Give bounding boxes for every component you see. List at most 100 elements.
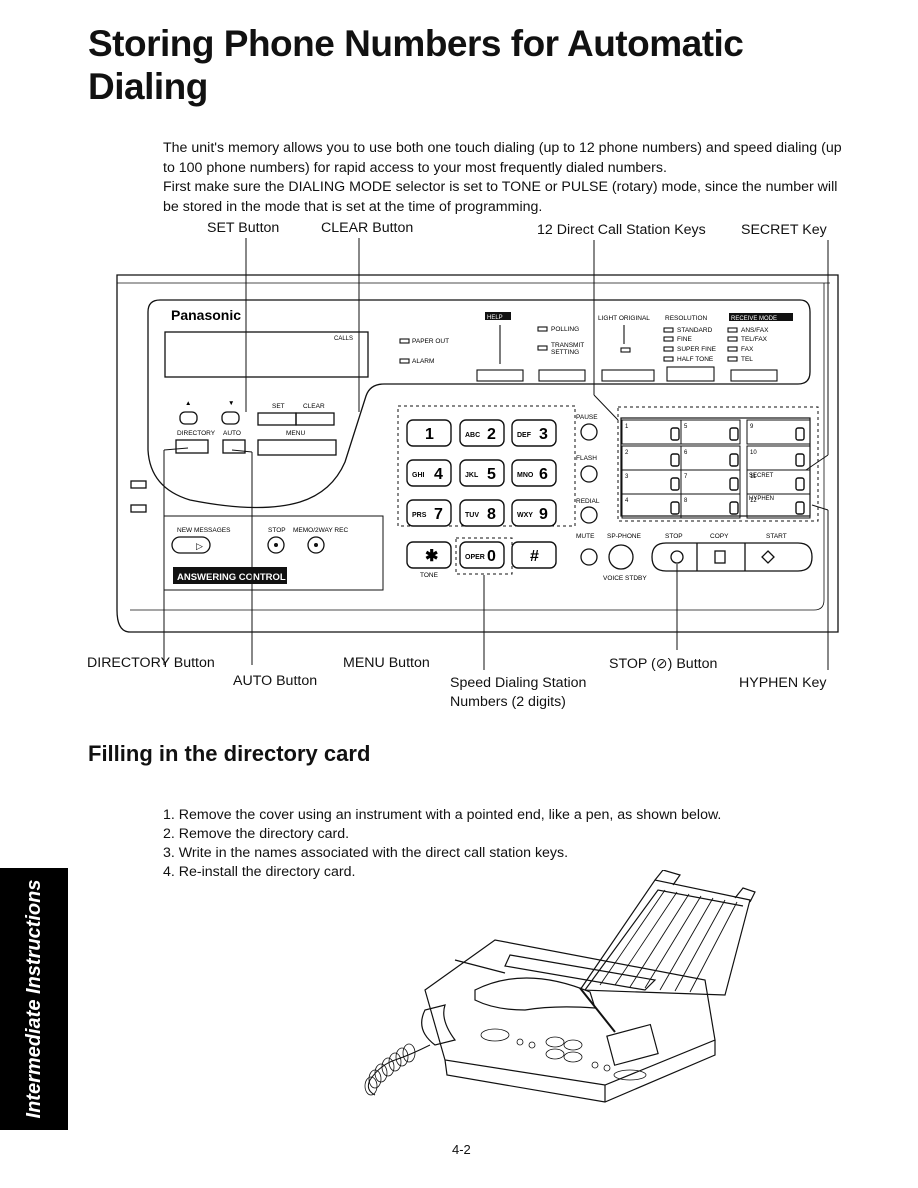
setting-label: SETTING [551, 349, 579, 356]
mute-button [580, 548, 598, 566]
station-key-cap [670, 427, 680, 441]
dial-key-digit: 0 [487, 548, 496, 565]
memo-rec-label: MEMO/2WAY REC [293, 527, 348, 534]
dial-key-10[interactable] [406, 541, 452, 569]
callout-secret-key: SECRET Key [741, 222, 827, 238]
direct-call-key-12[interactable] [746, 493, 811, 519]
dial-key-digit: 2 [487, 426, 496, 443]
dial-key-digit: 4 [434, 466, 443, 483]
dial-key-letters: TUV [465, 512, 479, 519]
pause-button [580, 423, 598, 441]
station-number: 7 [684, 474, 688, 480]
alarm-label: ALARM [412, 358, 434, 365]
hyphen-small-label: HYPHEN [749, 496, 774, 502]
dial-key-5[interactable] [459, 459, 505, 487]
dial-key-digit: 3 [539, 426, 548, 443]
callout-set-button: SET Button [207, 220, 280, 236]
dial-key-3[interactable] [511, 419, 557, 447]
direct-call-key-9[interactable] [746, 419, 811, 445]
dial-key-4[interactable] [406, 459, 452, 487]
dial-key-11[interactable] [459, 541, 505, 569]
station-key-cap [670, 477, 680, 491]
svg-text:▲: ▲ [185, 400, 191, 407]
light-original-label: LIGHT ORIGINAL [598, 315, 650, 322]
menu-label: MENU [286, 430, 305, 437]
fax-label: FAX [741, 346, 754, 353]
pen [579, 987, 616, 1033]
callout-direct-call-keys: 12 Direct Call Station Keys [537, 222, 706, 238]
new-messages-button [171, 536, 211, 554]
dial-key-2[interactable] [459, 419, 505, 447]
paper-tray [578, 879, 751, 996]
station-key-cap [729, 427, 739, 441]
dial-key-letters: PRS [412, 512, 427, 519]
dial-key-letters: MNO [517, 472, 534, 479]
direct-call-key-8[interactable] [680, 493, 741, 519]
answering-control-label: ANSWERING CONTROL [177, 572, 286, 583]
callout-stop-button: STOP (⊘) Button [609, 656, 718, 672]
calls-label: CALLS [334, 336, 353, 342]
section-heading: Filling in the directory card [88, 741, 371, 766]
pause-label: PAUSE [576, 414, 598, 421]
station-number: 11 [750, 474, 757, 480]
station-key-cap [670, 501, 680, 515]
dial-key-9[interactable] [511, 499, 557, 527]
redial-button [580, 506, 598, 524]
station-key-cap [729, 453, 739, 467]
mute-label: MUTE [576, 533, 595, 540]
dial-key-12[interactable] [511, 541, 557, 569]
flash-button [580, 465, 598, 483]
page-number: 4-2 [452, 1142, 471, 1157]
memo-rec-button [307, 536, 325, 554]
dial-key-8[interactable] [459, 499, 505, 527]
intro-paragraph-2: First make sure the DIALING MODE selecto… [163, 179, 838, 215]
intro-paragraph-1: The unit's memory allows you to use both… [163, 140, 842, 176]
dial-key-6[interactable] [511, 459, 557, 487]
stop-panel-label: STOP [665, 533, 683, 540]
directory-label: DIRECTORY [177, 430, 216, 437]
callout-menu-button: MENU Button [343, 655, 430, 671]
polling-label: POLLING [551, 326, 579, 333]
super-fine-label: SUPER FINE [677, 346, 717, 353]
station-key-cap [795, 477, 805, 491]
dial-key-1[interactable] [406, 419, 452, 447]
direct-call-key-5[interactable] [680, 419, 741, 445]
station-number: 12 [750, 498, 757, 504]
fax-body [424, 939, 716, 1086]
light-original-button [601, 369, 655, 382]
dial-key-7[interactable] [406, 499, 452, 527]
help-label: HELP [487, 315, 503, 321]
dial-key-letters: DEF [517, 432, 532, 439]
down-button [221, 411, 240, 425]
side-tab-label: Intermediate Instructions [23, 879, 45, 1119]
callout-auto-button: AUTO Button [233, 673, 318, 689]
station-number: 2 [625, 450, 629, 456]
keypad-panel [606, 1023, 659, 1066]
callout-directory-button: DIRECTORY Button [87, 655, 215, 671]
flash-label: FLASH [576, 455, 597, 462]
dial-key-letters: ABC [465, 432, 480, 439]
resolution-label: RESOLUTION [665, 315, 708, 322]
receive-mode-button [730, 369, 778, 382]
transmit-label: TRANSMIT [551, 342, 584, 349]
set-button [257, 412, 297, 426]
up-button [179, 411, 198, 425]
transmit-setting-button [538, 369, 586, 382]
hand [474, 977, 596, 1011]
dial-key-digit: ✱ [425, 548, 438, 565]
tone-label: TONE [420, 572, 439, 579]
standard-label: STANDARD [677, 327, 713, 334]
auto-button [222, 439, 246, 454]
station-number: 8 [684, 498, 688, 504]
svg-text:▷: ▷ [196, 541, 203, 551]
control-panel-diagram: Panasonic CALLS HELP PAPER OUT ALARM POL… [116, 238, 839, 670]
page-title: Storing Phone Numbers for Automatic Dial… [88, 23, 744, 107]
sp-phone-button [608, 544, 634, 570]
callout-speed-dialing-line2: Numbers (2 digits) [450, 694, 566, 710]
station-number: 5 [684, 424, 688, 430]
voice-stdby-label: VOICE STDBY [603, 575, 647, 582]
auto-label: AUTO [223, 430, 241, 437]
dial-key-digit: # [530, 548, 539, 565]
steps-list: 1. Remove the cover using an instrument … [163, 806, 721, 882]
